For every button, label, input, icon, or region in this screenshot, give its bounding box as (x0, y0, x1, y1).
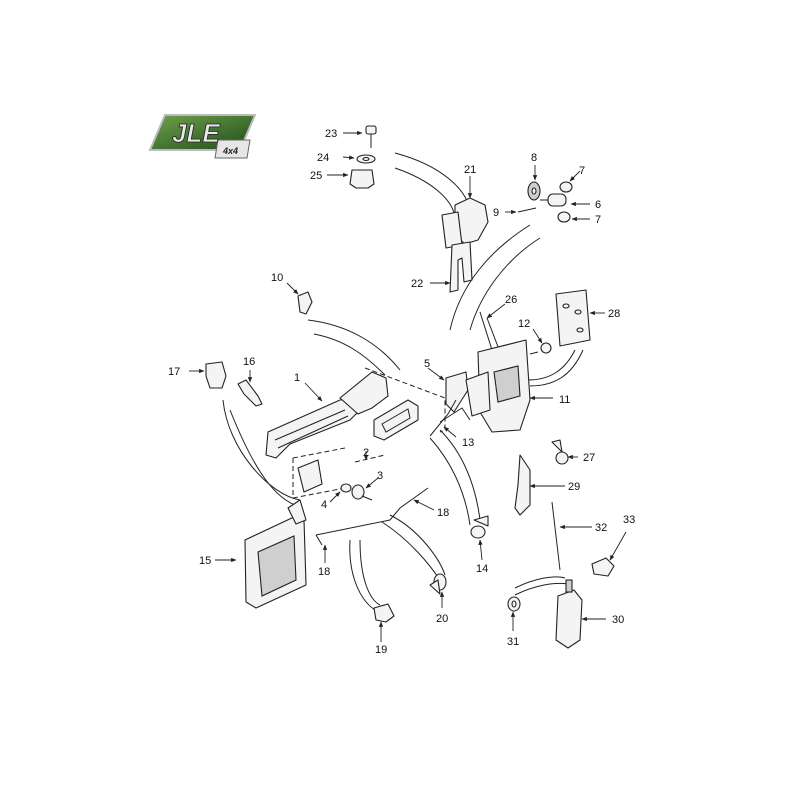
callout-17: 17 (168, 366, 180, 378)
part-10-clip (297, 291, 313, 315)
part-9-pin (517, 207, 537, 213)
part-3-screw (351, 484, 373, 501)
callout-5: 5 (424, 358, 430, 370)
callout-10: 10 (271, 272, 283, 284)
callout-26: 26 (505, 294, 517, 306)
callout-19: 19 (375, 644, 387, 656)
part-27-clip (551, 439, 569, 465)
part-16-bolt (237, 379, 263, 407)
part-2-backing-plate (297, 459, 323, 493)
part-21-lock-actuator (441, 197, 489, 249)
callout-23: 23 (325, 128, 337, 140)
dashed-assembly-outlines (292, 367, 446, 499)
part-32-rod (551, 501, 561, 571)
logo-sub-text: 4x4 (222, 146, 238, 156)
part-14-rod-clip (470, 515, 489, 539)
part-1-exterior-handle (265, 371, 389, 459)
part-23-screw (365, 125, 377, 148)
part-13-link-rod (429, 399, 457, 437)
callout-numbers: 1 2 3 4 5 6 7 7 8 9 10 11 12 13 14 15 16… (168, 128, 635, 656)
callout-30: 30 (612, 614, 624, 626)
part-12-screw (529, 342, 552, 355)
callout-leaders (189, 130, 627, 642)
part-18-control-rod (315, 487, 429, 546)
part-5-lock-lever (439, 371, 471, 423)
connector-curves (222, 152, 584, 611)
part-17-plug (205, 361, 227, 389)
callout-29: 29 (568, 481, 580, 493)
callout-22: 22 (411, 278, 423, 290)
callout-7-bottom: 7 (595, 214, 601, 226)
callout-11: 11 (559, 394, 570, 406)
part-7-o-ring (557, 181, 573, 223)
logo-brand-text: JLE (172, 118, 220, 148)
callout-4: 4 (321, 499, 327, 511)
callout-2: 2 (363, 447, 369, 459)
callout-28: 28 (608, 308, 620, 320)
part-33-clip (591, 557, 615, 577)
callout-7-top: 7 (579, 165, 585, 177)
callout-20: 20 (436, 613, 448, 625)
part-2-handle-gasket (373, 399, 419, 441)
part-19-rod-clip (373, 603, 395, 623)
callout-32: 32 (595, 522, 607, 534)
callout-25: 25 (310, 170, 322, 182)
callout-13: 13 (462, 437, 474, 449)
callout-33: 33 (623, 514, 635, 526)
part-29-bracket (514, 454, 531, 516)
part-22-mounting-bracket (449, 241, 473, 293)
part-25-clip-nut (349, 169, 375, 189)
callout-9: 9 (493, 207, 499, 219)
part-20-rod-clip (429, 573, 447, 595)
callout-6: 6 (595, 199, 601, 211)
callout-8: 8 (531, 152, 537, 164)
part-4-washer (340, 483, 352, 493)
callout-18-left: 18 (318, 566, 330, 578)
callout-31: 31 (507, 636, 519, 648)
callout-14: 14 (476, 563, 488, 575)
part-31-grommet (507, 596, 521, 612)
part-30-lock-switch (555, 579, 583, 649)
callout-24: 24 (317, 152, 329, 164)
part-8-washer (527, 181, 541, 201)
callout-27: 27 (583, 452, 595, 464)
part-11-door-latch (465, 339, 531, 433)
callout-15: 15 (199, 555, 211, 567)
callout-1: 1 (294, 372, 300, 384)
part-6-lock-barrel (540, 193, 567, 207)
callout-12: 12 (518, 318, 530, 330)
callout-21: 21 (464, 164, 476, 176)
callout-18-right: 18 (437, 507, 449, 519)
callout-3: 3 (377, 470, 383, 482)
part-15-interior-handle (244, 499, 307, 609)
callout-16: 16 (243, 356, 255, 368)
part-28-latch-plate (555, 289, 591, 347)
part-24-washer (356, 154, 376, 164)
jle-logo: JLE 4x4 (148, 114, 257, 159)
